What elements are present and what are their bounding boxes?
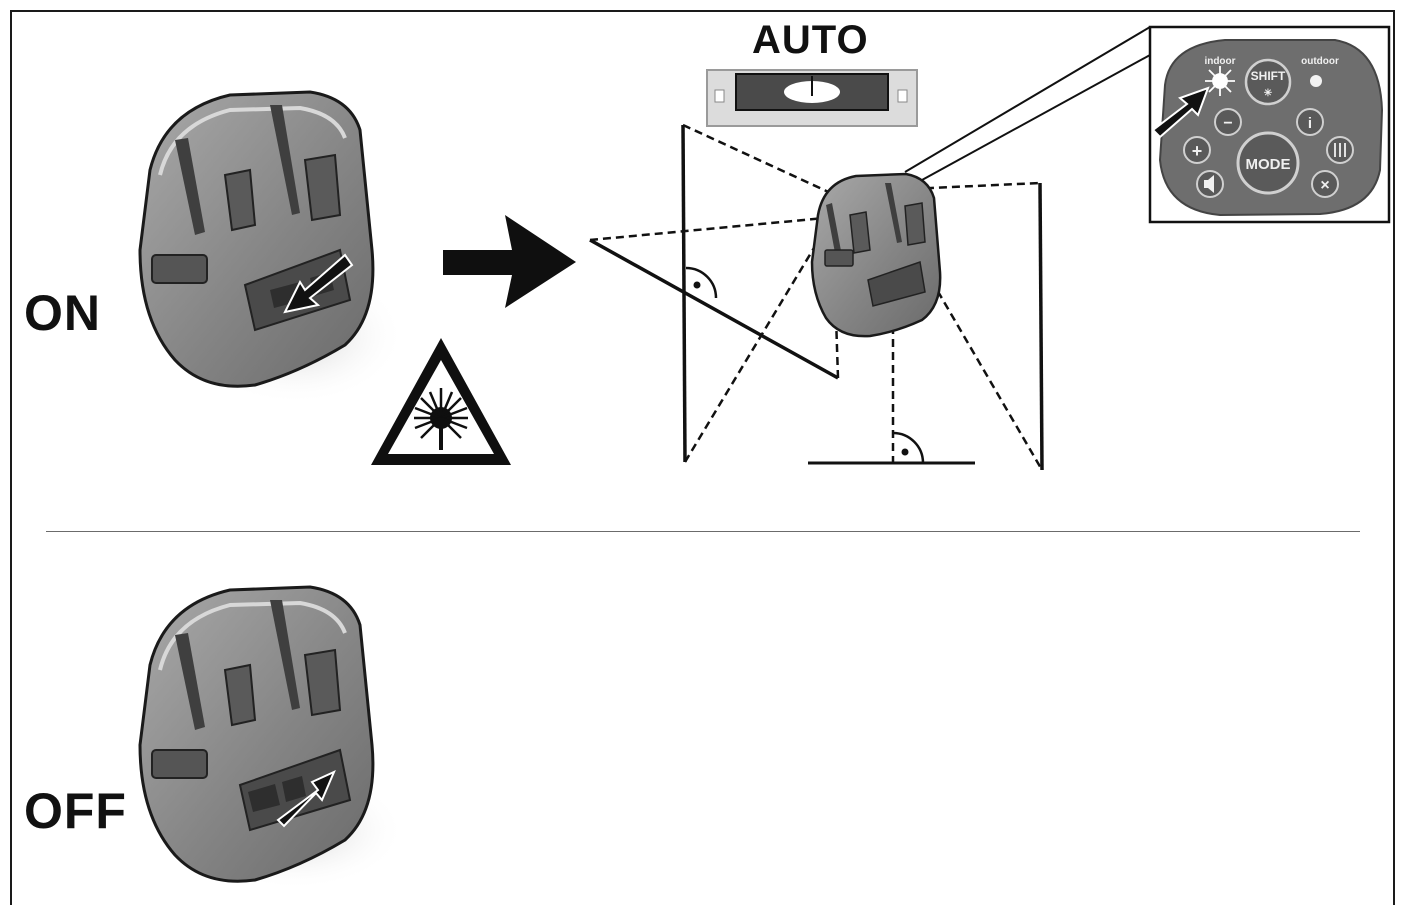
- outdoor-led-icon: [1310, 75, 1322, 87]
- laser-device-on: [138, 90, 405, 405]
- indoor-led-lit-icon: [1205, 66, 1235, 96]
- auto-label: AUTO: [752, 18, 869, 62]
- on-label: ON: [24, 285, 101, 341]
- mode-button-label: MODE: [1246, 156, 1291, 173]
- right-angle-marker-icon: [685, 266, 925, 464]
- minus-button-label: −: [1223, 115, 1232, 132]
- zoom-callout-lines: [904, 26, 1151, 181]
- control-panel-zoom: MODE SHIFT ✳ i − + × indoor outdoor: [1148, 25, 1391, 224]
- speaker-icon: [1204, 175, 1214, 193]
- close-button-label: ×: [1320, 177, 1329, 194]
- laser-warning-icon: [371, 338, 511, 465]
- off-label: OFF: [24, 783, 127, 839]
- plus-button-label: +: [1192, 141, 1203, 161]
- outdoor-label: outdoor: [1301, 56, 1339, 67]
- level-bubble-indicator: [706, 69, 918, 127]
- svg-text:✳: ✳: [1264, 88, 1273, 99]
- pointer-arrow-icon: [1151, 86, 1210, 139]
- right-arrow-icon: [443, 215, 576, 308]
- laser-projection-diagram: [589, 123, 1044, 471]
- indoor-label: indoor: [1204, 56, 1235, 67]
- info-button-label: i: [1308, 115, 1312, 132]
- laser-device-off: [138, 585, 405, 890]
- beam-mode-icon: [1334, 143, 1346, 157]
- shift-button-label: SHIFT: [1251, 69, 1286, 83]
- diagram-frame: [10, 10, 1395, 905]
- section-divider: [46, 531, 1360, 532]
- laser-device-projecting: [810, 172, 942, 338]
